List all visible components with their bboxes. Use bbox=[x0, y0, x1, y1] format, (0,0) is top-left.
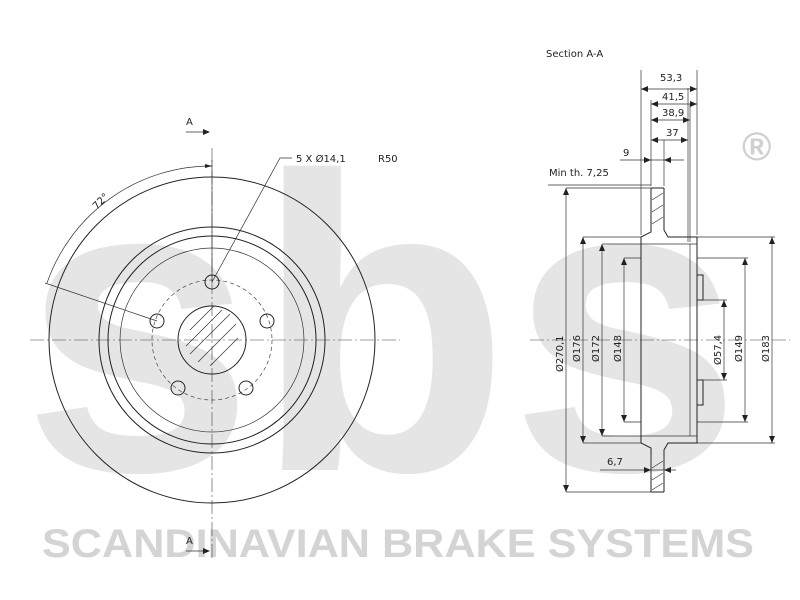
dim-172: Ø172 bbox=[590, 335, 602, 362]
section-mark-top: A bbox=[186, 117, 210, 135]
diameter-dimensions-right: Ø57,4 Ø149 Ø183 bbox=[697, 236, 775, 444]
bolt-hole-2 bbox=[259, 313, 275, 329]
diameter-dimensions-left: Ø270,1 Ø176 Ø172 Ø148 bbox=[554, 187, 651, 493]
bolt-hole-3 bbox=[238, 380, 254, 396]
center-bore-hatch bbox=[185, 305, 239, 367]
dim-9: 9 bbox=[623, 148, 629, 159]
dim-270: Ø270,1 bbox=[554, 336, 566, 373]
dim-148: Ø148 bbox=[612, 335, 624, 362]
dim-38-9: 38,9 bbox=[662, 108, 684, 119]
watermark-tagline: SCANDINAVIAN BRAKE SYSTEMS bbox=[42, 522, 754, 566]
dimension-arrows bbox=[563, 86, 775, 492]
angle-leader-1 bbox=[44, 282, 158, 322]
angle-arrow-end bbox=[205, 164, 212, 168]
center-bore bbox=[177, 305, 247, 375]
width-dimensions: 53,3 41,5 38,9 37 9 Min th. 7,25 6,7 bbox=[548, 70, 698, 476]
dim-53-3: 53,3 bbox=[660, 73, 682, 84]
registered-mark: ® bbox=[742, 125, 771, 169]
bolt-hole-4 bbox=[170, 380, 186, 396]
angle-arc bbox=[46, 165, 213, 284]
section-title: Section A-A bbox=[546, 49, 603, 60]
ring-hatch bbox=[651, 192, 664, 491]
dim-149: Ø149 bbox=[733, 335, 745, 362]
section-mark-bottom: A bbox=[186, 536, 210, 554]
hole-callout: 5 X Ø14,1 bbox=[296, 153, 346, 165]
front-view: 72° 5 X Ø14,1 R50 A A bbox=[30, 117, 400, 558]
watermark: sbs ® SCANDINAVIAN BRAKE SYSTEMS bbox=[22, 91, 771, 566]
dim-176: Ø176 bbox=[571, 335, 583, 362]
pcd-callout: R50 bbox=[378, 154, 398, 165]
dim-41-5: 41,5 bbox=[662, 92, 684, 103]
hole-callout-leader bbox=[211, 157, 292, 283]
dim-6-7: 6,7 bbox=[607, 457, 623, 468]
watermark-logo: sbs bbox=[22, 91, 742, 560]
dim-37: 37 bbox=[666, 128, 679, 139]
svg-text:A: A bbox=[186, 536, 193, 547]
section-view: Section A-A bbox=[530, 49, 790, 493]
min-thickness: Min th. 7,25 bbox=[549, 168, 609, 179]
bolt-hole-5 bbox=[149, 313, 165, 329]
dim-183: Ø183 bbox=[760, 335, 772, 362]
svg-text:A: A bbox=[186, 117, 193, 128]
dim-57-4: Ø57,4 bbox=[712, 335, 724, 365]
